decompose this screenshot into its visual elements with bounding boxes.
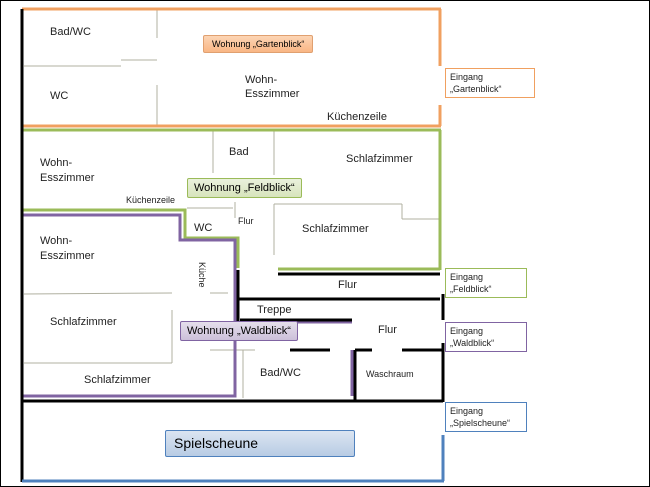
room-label: Wohn- xyxy=(40,157,73,169)
apartment-tag-feldblick: Wohnung „Feldblick“ xyxy=(187,178,302,198)
entrance-name: „Waldblick“ xyxy=(450,338,495,348)
entrance-label: Eingang xyxy=(450,272,484,282)
room-label: Flur xyxy=(338,279,357,291)
room-label: Flur xyxy=(378,324,397,336)
room-label: Schlafzimmer xyxy=(84,374,151,386)
apartment-tag-spielscheune: Spielscheune xyxy=(165,430,355,457)
entrance-waldblick: Eingang „Waldblick“ xyxy=(445,322,527,352)
inner-walls xyxy=(23,10,440,398)
entrance-name: „Feldblick“ xyxy=(450,284,492,294)
room-label: Küche xyxy=(197,262,207,288)
room-label: Schlafzimmer xyxy=(346,153,413,165)
room-label: Küchenzeile xyxy=(126,195,176,205)
entrance-name: „Spielscheune“ xyxy=(450,418,511,428)
apartment-tag-waldblick: Wohnung „Waldblick“ xyxy=(180,321,298,341)
room-label: Bad xyxy=(229,146,249,158)
room-label: Küchenzeile xyxy=(327,111,387,123)
room-label: Esszimmer xyxy=(40,172,95,184)
room-label: Schlafzimmer xyxy=(50,316,117,328)
room-label: Esszimmer xyxy=(245,88,300,100)
room-label: Wohn- xyxy=(40,235,73,247)
room-label: Bad/WC xyxy=(260,367,301,379)
entrance-feldblick: Eingang „Feldblick“ xyxy=(445,268,527,298)
room-label: Schlafzimmer xyxy=(302,223,369,235)
room-label: Treppe xyxy=(257,304,292,316)
outer-walls xyxy=(20,9,445,482)
room-label: Bad/WC xyxy=(50,26,91,38)
spielscheune-walls xyxy=(22,435,445,483)
entrance-spielscheune: Eingang „Spielscheune“ xyxy=(445,402,527,432)
room-label: Esszimmer xyxy=(40,250,95,262)
room-label: WC xyxy=(50,90,69,102)
room-label: WC xyxy=(194,222,213,234)
entrance-label: Eingang xyxy=(450,72,484,82)
entrance-name: „Gartenblick“ xyxy=(450,84,502,94)
gartenblick-walls xyxy=(22,7,442,128)
entrance-gartenblick: Eingang „Gartenblick“ xyxy=(445,68,535,98)
entrance-label: Eingang xyxy=(450,326,484,336)
feldblick-walls xyxy=(22,128,442,271)
room-label: Flur xyxy=(238,216,254,226)
entrance-label: Eingang xyxy=(450,406,484,416)
room-label: Wohn- xyxy=(245,74,278,86)
apartment-tag-gartenblick: Wohnung „Gartenblick“ xyxy=(203,35,314,53)
room-label: Waschraum xyxy=(366,369,414,379)
